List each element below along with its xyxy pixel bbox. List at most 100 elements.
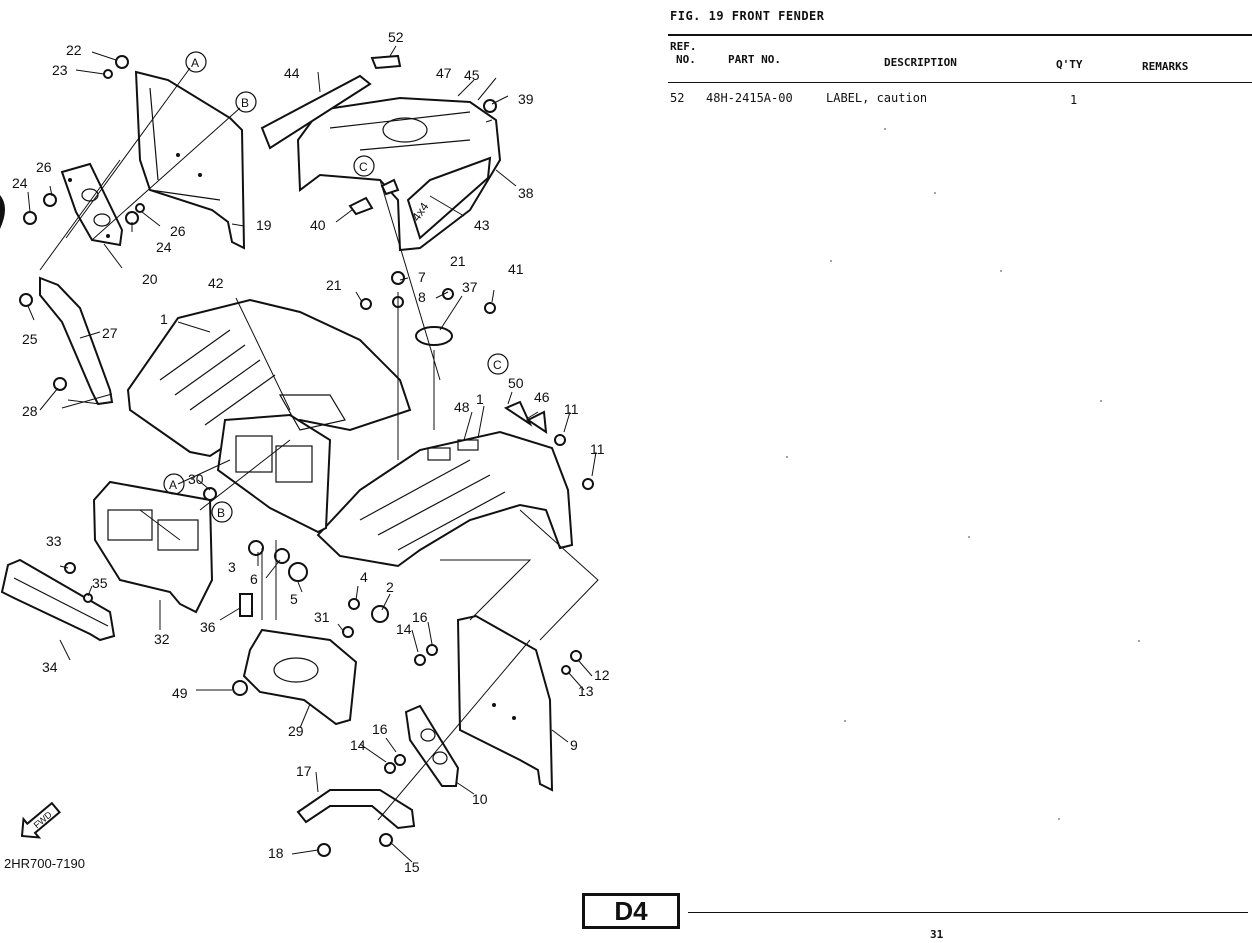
callout-13: 13 [578, 683, 594, 699]
stay-17 [296, 789, 416, 830]
scan-speck [830, 260, 832, 262]
circle-marker-b-top [235, 91, 257, 113]
fwd-arrow-icon: FWD [20, 801, 61, 839]
callout-3: 3 [228, 559, 236, 575]
scan-speck [934, 192, 936, 194]
circle-marker-a-mid [163, 473, 185, 495]
callout-33: 33 [46, 533, 62, 549]
callout-51-1: 1 [476, 391, 484, 407]
label-52 [370, 54, 402, 70]
col-ref-line1: REF. [670, 40, 697, 53]
footer-rule [688, 912, 1248, 913]
diagram-code: 2HR700-7190 [4, 856, 85, 871]
callout-21: 21 [450, 253, 466, 269]
parts-list-panel: FIG. 19 FRONT FENDER REF. NO. PART NO. D… [668, 0, 1252, 943]
exploded-parts-diagram: 4x4 [0, 29, 610, 875]
scan-speck [1000, 270, 1002, 272]
callout-25: 25 [22, 331, 38, 347]
callout-40: 40 [310, 217, 326, 233]
col-remarks: REMARKS [1142, 60, 1189, 73]
callout-45: 45 [464, 67, 480, 83]
scan-speck [968, 536, 970, 538]
section-tag: D4 [582, 893, 680, 929]
scan-speck [786, 456, 788, 458]
callout-52: 52 [388, 29, 404, 45]
row-qty: 1 [1070, 93, 1078, 107]
callout-11: 11 [564, 401, 579, 417]
callout-47: 47 [436, 65, 452, 81]
callout-26: 26 [170, 223, 186, 239]
callout-27: 27 [102, 325, 118, 341]
callout-numbers: 22 23 26 24 26 24 19 20 25 27 28 1 42 21… [12, 29, 610, 875]
scan-speck [1100, 400, 1102, 402]
callout-46: 46 [534, 389, 550, 405]
callout-20: 20 [142, 271, 158, 287]
callout-42: 42 [208, 275, 224, 291]
callout-28: 28 [22, 403, 38, 419]
callout-22: 22 [66, 42, 82, 58]
callout-38: 38 [518, 185, 534, 201]
plate-20 [60, 162, 124, 247]
callout-24: 24 [156, 239, 172, 255]
tank-cover-38: 4x4 [296, 96, 502, 252]
callout-44: 44 [284, 65, 300, 81]
scan-speck [884, 128, 886, 130]
callout-36: 36 [200, 619, 216, 635]
col-part-no: PART NO. [728, 53, 781, 66]
header-rule-top [668, 34, 1252, 36]
callout-18: 18 [268, 845, 284, 861]
callout-11: 11 [590, 441, 605, 457]
col-qty: Q'TY [1056, 58, 1083, 71]
page-number: 31 [930, 928, 944, 941]
callout-2: 2 [386, 579, 394, 595]
callout-10: 10 [472, 791, 488, 807]
callout-43: 43 [474, 217, 490, 233]
leader-lines [27, 45, 599, 863]
circle-marker-c-mid [487, 353, 509, 375]
callout-19: 19 [256, 217, 272, 233]
row-part-no: 48H-2415A-00 [706, 91, 793, 105]
callout-50: 50 [508, 375, 524, 391]
circle-marker-b-mid [211, 501, 233, 523]
bumper-34 [0, 558, 116, 642]
callout-39: 39 [518, 91, 534, 107]
circle-label-a: A [169, 478, 177, 492]
fasteners [19, 55, 594, 857]
circle-label-c: C [493, 358, 502, 372]
callout-29: 29 [288, 723, 304, 739]
scan-blot [0, 195, 5, 229]
callout-1: 1 [160, 311, 168, 327]
callout-4: 4 [360, 569, 368, 585]
front-fender-1 [126, 298, 412, 458]
label-strip-44 [260, 74, 372, 150]
callout-48: 48 [454, 399, 470, 415]
row-ref: 52 [670, 91, 685, 105]
callout-16: 16 [412, 609, 428, 625]
scan-speck [1058, 818, 1060, 820]
circle-marker-c-top [353, 155, 375, 177]
scan-speck [1138, 640, 1140, 642]
callout-5: 5 [290, 591, 298, 607]
callout-32: 32 [154, 631, 170, 647]
circle-marker-a-top [185, 51, 207, 73]
circle-label-c: C [359, 160, 368, 174]
col-ref-line2: NO. [676, 53, 696, 66]
callout-17: 17 [296, 763, 312, 779]
rear-fender-1 [316, 430, 574, 568]
callout-24: 24 [12, 175, 28, 191]
callout-9: 9 [570, 737, 578, 753]
col-description: DESCRIPTION [884, 56, 957, 69]
callout-35: 35 [92, 575, 108, 591]
callout-23: 23 [52, 62, 68, 78]
callout-6: 6 [250, 571, 258, 587]
callout-14: 14 [396, 621, 412, 637]
callout-34: 34 [42, 659, 58, 675]
stay-27 [39, 276, 114, 406]
callout-8: 8 [418, 289, 426, 305]
battery-box-29 [242, 628, 358, 726]
header-rule-bottom [668, 82, 1252, 83]
plate-10 [404, 704, 460, 787]
callout-31: 31 [314, 609, 330, 625]
callout-15: 15 [404, 859, 420, 875]
callout-37: 37 [462, 279, 478, 295]
